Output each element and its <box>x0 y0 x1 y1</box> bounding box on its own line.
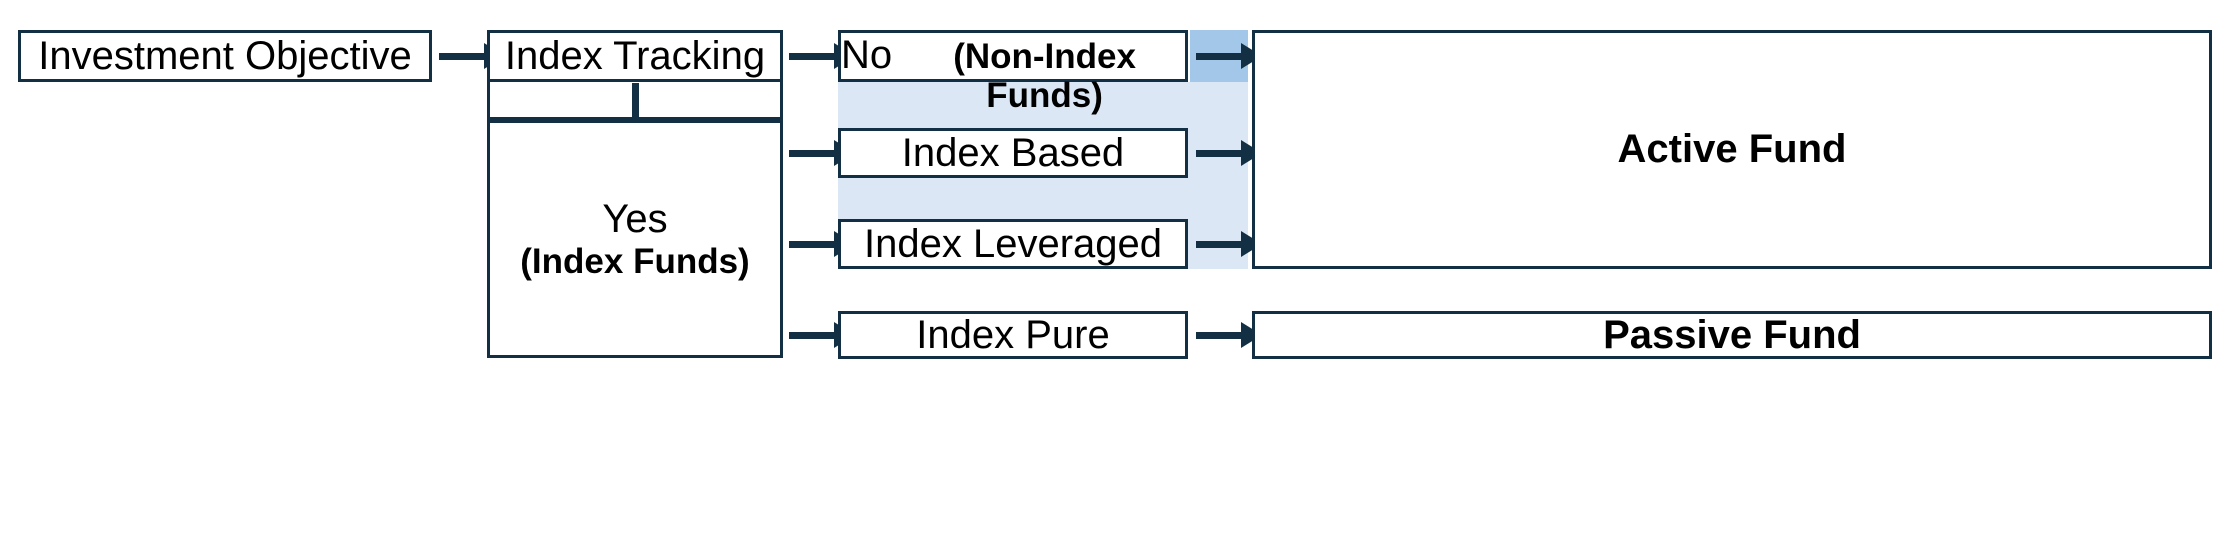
node-index-pure: Index Pure <box>838 311 1188 359</box>
arrow-right-icon <box>789 149 835 157</box>
node-index-tracking: Index Tracking <box>487 30 783 82</box>
arrow-right-icon <box>1196 149 1242 157</box>
node-passive-fund-label: Passive Fund <box>1603 312 1861 357</box>
arrow-no-to-active-fund <box>1190 30 1248 82</box>
node-active-fund: Active Fund <box>1252 30 2212 269</box>
arrow-yes-to-index-pure <box>786 311 838 359</box>
arrow-index-tracking-to-no <box>786 30 838 82</box>
node-passive-fund: Passive Fund <box>1252 311 2212 359</box>
node-yes-label: Yes <box>602 197 668 241</box>
arrow-index-pure-to-passive-fund <box>1190 311 1248 359</box>
node-investment-objective: Investment Objective <box>18 30 432 82</box>
arrow-yes-to-index-based <box>786 128 838 178</box>
arrow-right-icon <box>789 331 835 339</box>
arrow-index-leveraged-to-active-fund <box>1190 219 1248 269</box>
arrow-right-icon <box>789 52 835 60</box>
node-index-pure-label: Index Pure <box>916 312 1110 357</box>
node-investment-objective-label: Investment Objective <box>38 33 412 78</box>
arrow-yes-to-index-leveraged <box>786 219 838 269</box>
node-active-fund-label: Active Fund <box>1617 127 1847 172</box>
node-index-tracking-label: Index Tracking <box>504 33 766 78</box>
node-no-sublabel: (Non-Index Funds) <box>953 37 1136 116</box>
node-index-leveraged-label: Index Leveraged <box>863 221 1162 266</box>
arrow-right-icon <box>789 240 835 248</box>
node-index-based: Index Based <box>838 128 1188 178</box>
node-index-based-label: Index Based <box>901 130 1125 175</box>
node-index-leveraged: Index Leveraged <box>838 219 1188 269</box>
node-no-label: No <box>841 33 893 77</box>
arrow-right-icon <box>1196 331 1242 339</box>
arrow-objective-to-index-tracking <box>436 30 488 82</box>
arrow-down-icon <box>631 83 639 121</box>
arrow-right-icon <box>439 52 485 60</box>
node-yes-index-funds: Yes (Index Funds) <box>487 120 783 358</box>
node-yes-sublabel: (Index Funds) <box>520 241 750 281</box>
node-no-non-index-funds: No (Non-Index Funds) <box>838 30 1188 115</box>
arrow-right-icon <box>1196 240 1242 248</box>
arrow-index-tracking-to-yes <box>487 83 783 121</box>
arrow-right-icon <box>1196 52 1242 60</box>
arrow-index-based-to-active-fund <box>1190 128 1248 178</box>
